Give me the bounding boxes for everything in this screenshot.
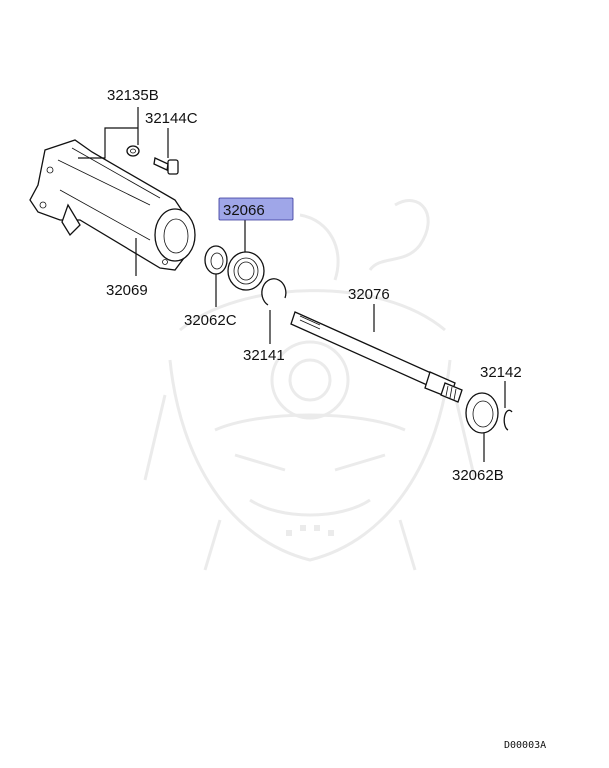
document-code: D00003A — [504, 740, 546, 751]
label-32066[interactable]: 32066 — [223, 202, 265, 219]
snap-ring-32141 — [261, 278, 287, 306]
housing-32069 — [29, 139, 196, 271]
bolt-32144C — [153, 157, 179, 175]
oil-seal-32062B — [465, 392, 499, 434]
washer-32135B — [126, 145, 140, 157]
label-32076[interactable]: 32076 — [348, 286, 390, 303]
label-32069[interactable]: 32069 — [106, 282, 148, 299]
samurai-helmet-watermark — [143, 199, 477, 571]
bracket-32135B — [78, 127, 138, 159]
label-32062B[interactable]: 32062B — [452, 467, 504, 484]
bearing-32066 — [227, 251, 265, 291]
shaft-32076 — [290, 311, 463, 403]
highlight-box-32066 — [218, 197, 294, 221]
label-32144C[interactable]: 32144C — [145, 110, 198, 127]
leader-lines — [78, 107, 506, 462]
label-32135B[interactable]: 32135B — [107, 87, 159, 104]
label-32142[interactable]: 32142 — [480, 364, 522, 381]
snap-ring-32142 — [503, 409, 513, 431]
oil-seal-32062C — [204, 245, 228, 275]
label-32062C[interactable]: 32062C — [184, 312, 237, 329]
label-32141[interactable]: 32141 — [243, 347, 285, 364]
